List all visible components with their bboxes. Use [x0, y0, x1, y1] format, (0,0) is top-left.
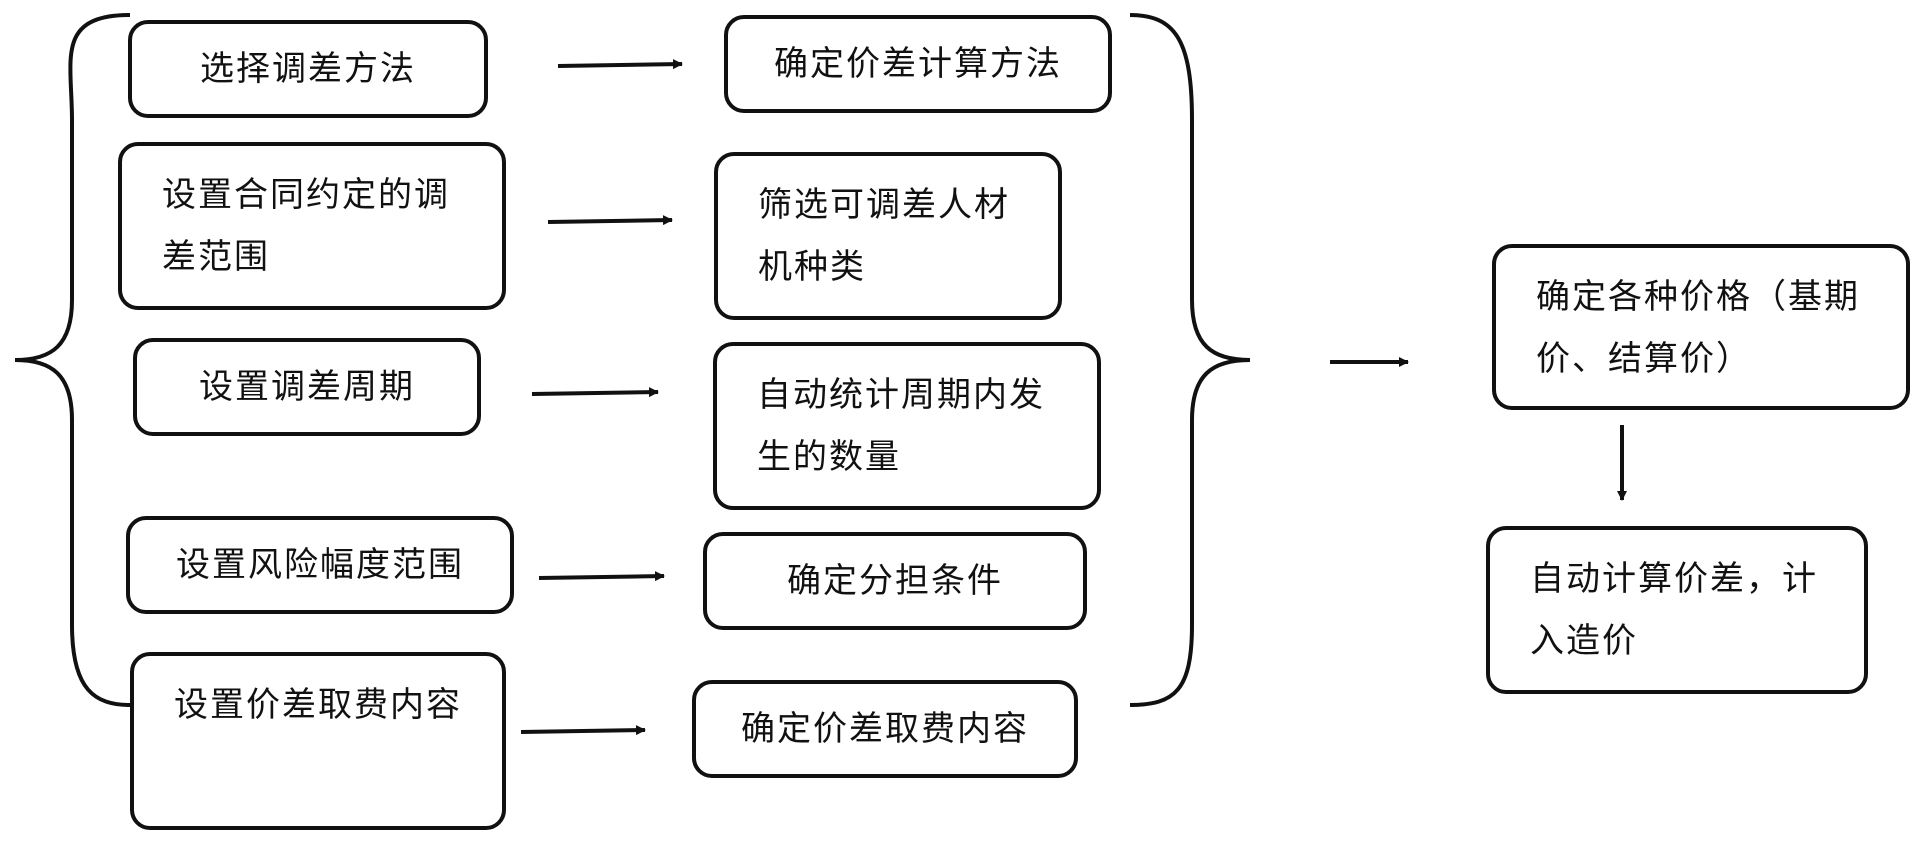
- box-label: 自动计算价差，计入造价: [1530, 559, 1818, 661]
- box-filter-resource-types: 筛选可调差人材机种类: [714, 152, 1062, 320]
- box-label: 筛选可调差人材机种类: [758, 185, 1010, 287]
- box-label: 选择调差方法: [200, 49, 416, 89]
- box-label: 自动统计周期内发生的数量: [757, 375, 1045, 477]
- box-select-method: 选择调差方法: [128, 20, 488, 118]
- box-set-period: 设置调差周期: [133, 338, 481, 436]
- box-set-contract-range: 设置合同约定的调差范围: [118, 142, 506, 310]
- box-determine-sharing: 确定分担条件: [703, 532, 1087, 630]
- arrow-row-1: [557, 59, 683, 70]
- arrow-row-2: [547, 215, 673, 226]
- arrow-row-3: [531, 387, 659, 398]
- box-label: 设置风险幅度范围: [176, 545, 464, 585]
- arrow-row-5: [520, 725, 646, 736]
- box-label: 设置价差取费内容: [174, 685, 462, 725]
- box-auto-calc-difference: 自动计算价差，计入造价: [1486, 526, 1868, 694]
- box-auto-count-quantity: 自动统计周期内发生的数量: [713, 342, 1101, 510]
- box-determine-fee-content: 确定价差取费内容: [692, 680, 1078, 778]
- box-label: 确定价差计算方法: [774, 44, 1062, 84]
- right-curly-brace: [1129, 13, 1251, 707]
- box-determine-calc-method: 确定价差计算方法: [724, 15, 1112, 113]
- box-label: 确定各种价格（基期价、结算价）: [1536, 277, 1860, 379]
- box-label: 设置调差周期: [199, 367, 415, 407]
- arrow-row-4: [538, 571, 665, 582]
- box-label: 设置合同约定的调差范围: [162, 175, 450, 277]
- box-label: 确定分担条件: [787, 561, 1003, 601]
- box-set-risk-range: 设置风险幅度范围: [126, 516, 514, 614]
- box-set-fee-content: 设置价差取费内容: [130, 652, 506, 830]
- box-determine-prices: 确定各种价格（基期价、结算价）: [1492, 244, 1910, 410]
- left-curly-brace: [14, 13, 131, 707]
- box-label: 确定价差取费内容: [741, 709, 1029, 749]
